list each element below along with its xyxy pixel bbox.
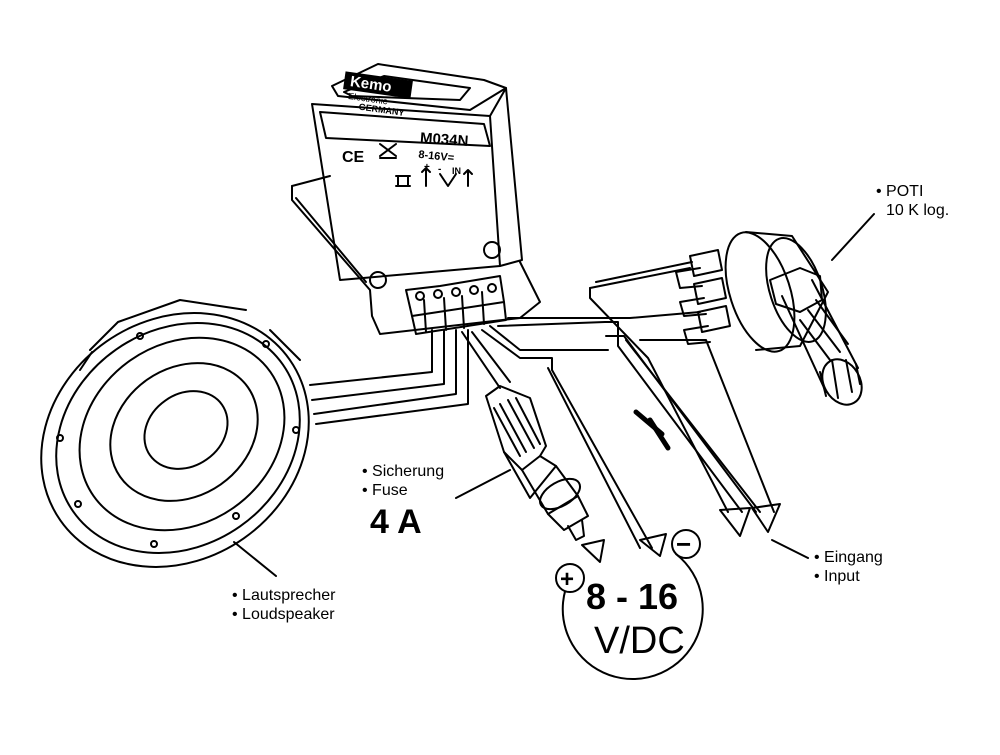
module-pin-in: IN bbox=[452, 166, 461, 176]
poti-label-line2: 10 K log. bbox=[886, 202, 950, 219]
fuse-leader-line bbox=[455, 469, 511, 499]
poti-label-line1: • POTI bbox=[876, 183, 924, 200]
module-ce-mark: CE bbox=[342, 149, 365, 166]
fuse-value: 4 A bbox=[370, 503, 422, 541]
module-pin-minus: - bbox=[438, 164, 441, 175]
module-voltage-mark: 8-16V= bbox=[418, 149, 455, 165]
module-model: M034N bbox=[419, 130, 468, 150]
fuse-icon bbox=[485, 385, 589, 541]
speaker-label-line1: • Lautsprecher bbox=[232, 587, 336, 604]
fuse-label-line1: • Sicherung bbox=[362, 463, 445, 480]
module-brand: Kemo bbox=[349, 73, 393, 96]
power-range: 8 - 16 bbox=[586, 576, 679, 617]
input-label-line2: • Input bbox=[814, 568, 860, 585]
module-label-text: Kemo Electronic GERMANY M034N CE 8-16V= … bbox=[342, 71, 469, 176]
power-minus-symbol: − bbox=[676, 529, 691, 559]
module-pin-plus: + bbox=[424, 162, 430, 173]
fuse-label-line2: • Fuse bbox=[362, 482, 408, 499]
input-label-line1: • Eingang bbox=[814, 549, 883, 566]
speaker-leader-line bbox=[233, 541, 277, 577]
power-plus-symbol: + bbox=[560, 566, 574, 593]
power-supply-symbol bbox=[555, 529, 704, 681]
speaker-icon bbox=[40, 299, 310, 568]
amplifier-module-icon bbox=[291, 63, 541, 335]
ground-symbol-icon bbox=[633, 409, 671, 451]
input-leader-line bbox=[771, 539, 809, 559]
potentiometer-icon bbox=[675, 213, 875, 406]
power-unit: V/DC bbox=[594, 620, 685, 662]
wires bbox=[309, 261, 781, 563]
speaker-label-line2: • Loudspeaker bbox=[232, 606, 335, 623]
